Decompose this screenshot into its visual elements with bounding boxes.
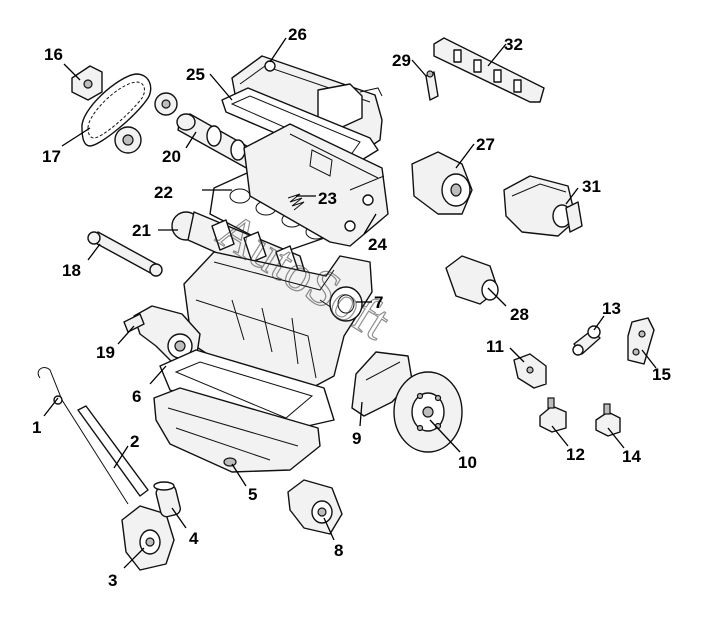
crank-seal [329,286,363,322]
callout-7: 7 [374,293,383,312]
oil-filter-housing [121,505,175,571]
callout-28: 28 [510,305,529,324]
engine-mount-12 [539,397,567,433]
callout-3: 3 [108,571,117,590]
callout-11: 11 [486,337,504,356]
callout-4: 4 [189,529,199,548]
callout-25: 25 [186,65,205,84]
callout-12: 12 [566,445,585,464]
callout-15: 15 [652,365,671,384]
callout-18: 18 [62,261,81,280]
callout-14: 14 [622,447,641,466]
callout-5: 5 [248,485,257,504]
callout-10: 10 [458,453,477,472]
drive-shaft [87,231,163,277]
timing-belt [81,73,178,154]
callout-16: 16 [44,45,63,64]
callout-20: 20 [162,147,181,166]
callout-22: 22 [154,183,173,202]
mount-link [572,325,601,356]
oil-filter [153,481,182,518]
callout-9: 9 [352,429,361,448]
dipstick-tube [77,405,149,497]
callout-labels: 1 2 3 4 5 6 7 8 9 10 11 12 13 14 15 16 1… [32,25,671,590]
callout-29: 29 [392,51,411,70]
callout-6: 6 [132,387,141,406]
cylinder-head [243,123,389,247]
engine-mount-14 [595,403,621,437]
vacuum-pump [445,255,499,305]
flywheel [393,371,463,453]
leader-lines [43,37,657,569]
fuel-rail [433,37,545,103]
timing-tensioner [71,65,103,101]
callout-1: 1 [32,418,41,437]
callout-24: 24 [368,235,387,254]
callout-31: 31 [582,177,601,196]
callout-17: 17 [42,147,61,166]
sensor-bracket [513,353,547,389]
callout-2: 2 [130,432,139,451]
water-pump [123,305,201,365]
callout-8: 8 [334,541,343,560]
high-pressure-pump [503,175,583,237]
callout-19: 19 [96,343,115,362]
callout-32: 32 [504,35,523,54]
callout-27: 27 [476,135,495,154]
auxiliary-pump-27 [411,151,473,215]
callout-21: 21 [132,221,151,240]
injector [425,70,439,101]
callout-13: 13 [602,299,621,318]
oil-pan [153,387,321,473]
dipstick [37,367,129,505]
bracket-plate [627,317,655,365]
oil-pan-gasket [159,349,335,431]
coolant-pump-8 [287,479,343,535]
valve-spring [287,193,305,211]
callout-26: 26 [288,25,307,44]
callout-23: 23 [318,189,337,208]
